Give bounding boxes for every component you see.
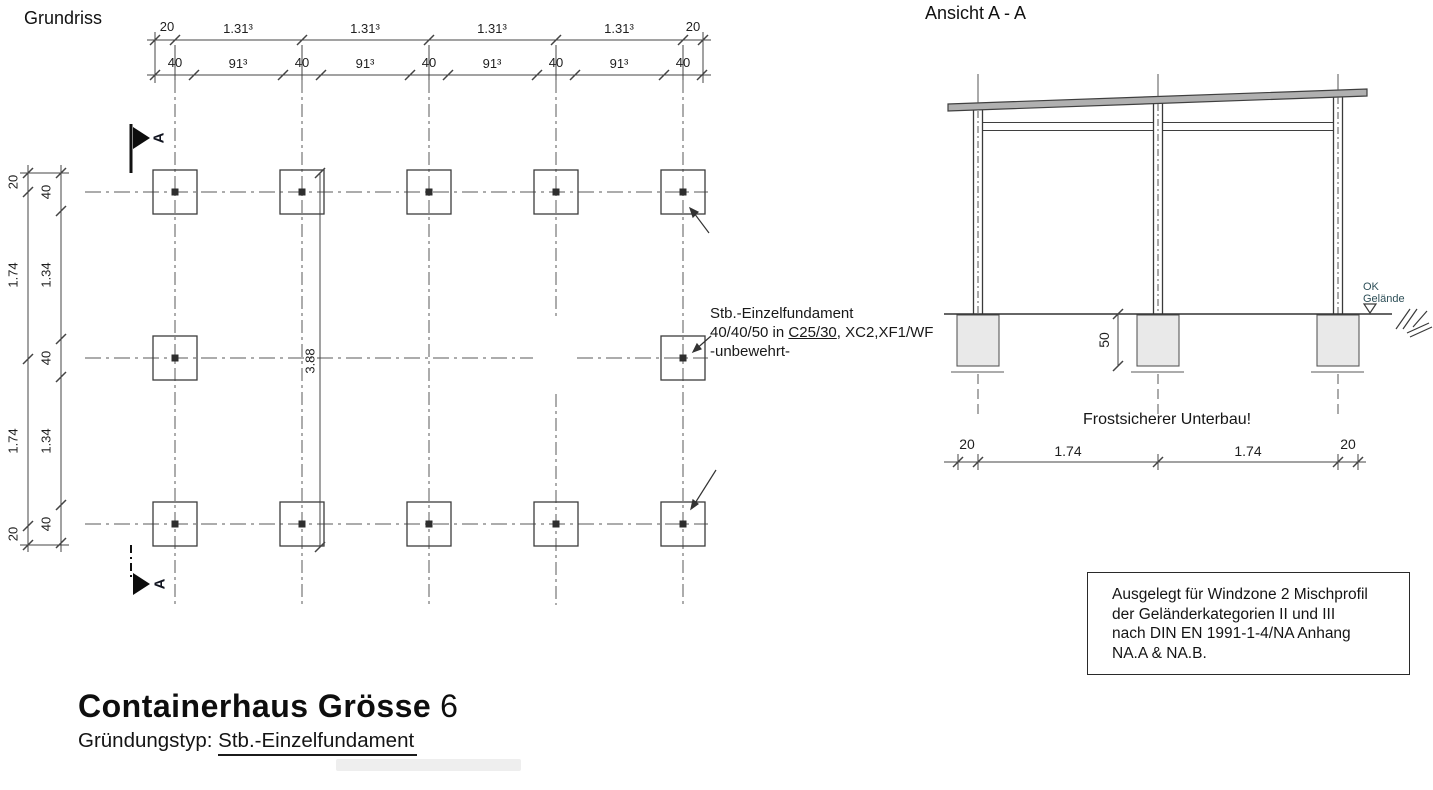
elevation-dimensions-bottom xyxy=(944,454,1366,470)
dim-label: 20 xyxy=(5,526,21,542)
section-label-bottom: A xyxy=(151,578,169,590)
infobox-line: der Geländerkategorien II und III xyxy=(1112,605,1336,623)
section-arrow-icon xyxy=(133,573,150,595)
section-marker-top xyxy=(129,124,150,173)
dim-label: 1.74 xyxy=(1054,443,1082,459)
annotation-line1: Stb.-Einzelfundament xyxy=(710,305,854,322)
elevation-note: Frostsicherer Unterbau! xyxy=(1083,411,1252,428)
foundation-square xyxy=(279,501,325,547)
annotation-line3: -unbewehrt- xyxy=(710,343,791,360)
dim-label: 1.31³ xyxy=(350,21,380,36)
infobox-line: Ausgelegt für Windzone 2 Mischprofil xyxy=(1112,586,1368,603)
dim-label: 1.31³ xyxy=(477,21,507,36)
foundation-block xyxy=(956,314,1000,367)
section-label-top: A xyxy=(150,132,168,144)
dim-label: 20 xyxy=(159,19,175,34)
dim-label: 40 xyxy=(38,516,54,532)
dim-label: 1.34 xyxy=(38,428,54,454)
dim-label: 1.74 xyxy=(5,262,21,288)
foundation-square xyxy=(406,169,452,215)
dim-label: 91³ xyxy=(228,56,248,71)
elevation-title: Ansicht A - A xyxy=(925,3,1027,23)
dim-label: 40 xyxy=(675,55,691,70)
elevation-dim-depth xyxy=(1112,308,1124,372)
plan-title: Grundriss xyxy=(24,8,103,28)
dim-label: 40 xyxy=(548,55,564,70)
ground-level-symbol xyxy=(1362,303,1433,338)
sheet-title: Containerhaus Grösse 6 xyxy=(78,688,458,724)
dim-label: 40 xyxy=(38,350,54,366)
infobox-line: NA.A & NA.B. xyxy=(1112,644,1207,662)
dim-label-depth: 50 xyxy=(1096,332,1112,348)
sheet-subtitle: Gründungstyp: Stb.-Einzelfundament xyxy=(78,729,418,756)
dim-label: 91³ xyxy=(609,56,629,71)
foundation-square xyxy=(660,501,706,547)
dim-label: 91³ xyxy=(482,56,502,71)
dim-label: 91³ xyxy=(355,56,375,71)
wind-zone-infobox: Ausgelegt für Windzone 2 Mischprofil der… xyxy=(1087,572,1410,675)
foundation-block xyxy=(1316,314,1360,367)
plan-post-marks xyxy=(171,188,687,528)
plan-dimensions-top xyxy=(147,32,711,83)
dim-label-total: 3.88 xyxy=(302,348,318,374)
dim-label: 20 xyxy=(959,436,975,452)
plan-leader-lines xyxy=(688,206,717,511)
dim-label: 1.34 xyxy=(38,262,54,288)
roof-panel xyxy=(947,88,1368,112)
dim-label: 20 xyxy=(5,174,21,190)
dim-label: 1.74 xyxy=(1234,443,1262,459)
foundation-square xyxy=(660,335,706,381)
dim-label: 1.74 xyxy=(5,428,21,454)
plan-dimensions-left xyxy=(20,165,69,552)
section-marker-bottom xyxy=(130,545,150,595)
annotation-line2: 40/40/50 in C25/30, XC2,XF1/WF xyxy=(710,324,934,341)
foundation-square xyxy=(152,501,198,547)
foundation-square xyxy=(660,169,706,215)
infobox-line: nach DIN EN 1991-1-4/NA Anhang xyxy=(1112,625,1351,642)
foundation-block xyxy=(1136,314,1180,367)
foundation-square xyxy=(152,169,198,215)
dim-label: 20 xyxy=(685,19,701,34)
dim-label: 40 xyxy=(294,55,310,70)
elevation-foundations xyxy=(951,314,1364,418)
foundation-square xyxy=(406,501,452,547)
dim-label: 40 xyxy=(38,184,54,200)
foundation-square xyxy=(279,169,325,215)
ground-label: OK Gelände xyxy=(1363,281,1405,305)
foundation-square xyxy=(152,335,198,381)
foundation-square xyxy=(533,169,579,215)
dim-label: 1.31³ xyxy=(223,21,253,36)
foundation-square xyxy=(533,501,579,547)
dim-label: 20 xyxy=(1340,436,1356,452)
dim-label: 40 xyxy=(167,55,183,70)
plan-dimension-total xyxy=(314,167,326,553)
elevation-centerlines xyxy=(977,74,1339,315)
scan-artifact xyxy=(336,759,521,771)
dim-label: 1.31³ xyxy=(604,21,634,36)
section-arrow-icon xyxy=(133,127,150,149)
dim-label: 40 xyxy=(421,55,437,70)
foundation-annotation: Stb.-Einzelfundament 40/40/50 in C25/30,… xyxy=(710,304,933,361)
plan-foundation-squares xyxy=(152,169,706,547)
